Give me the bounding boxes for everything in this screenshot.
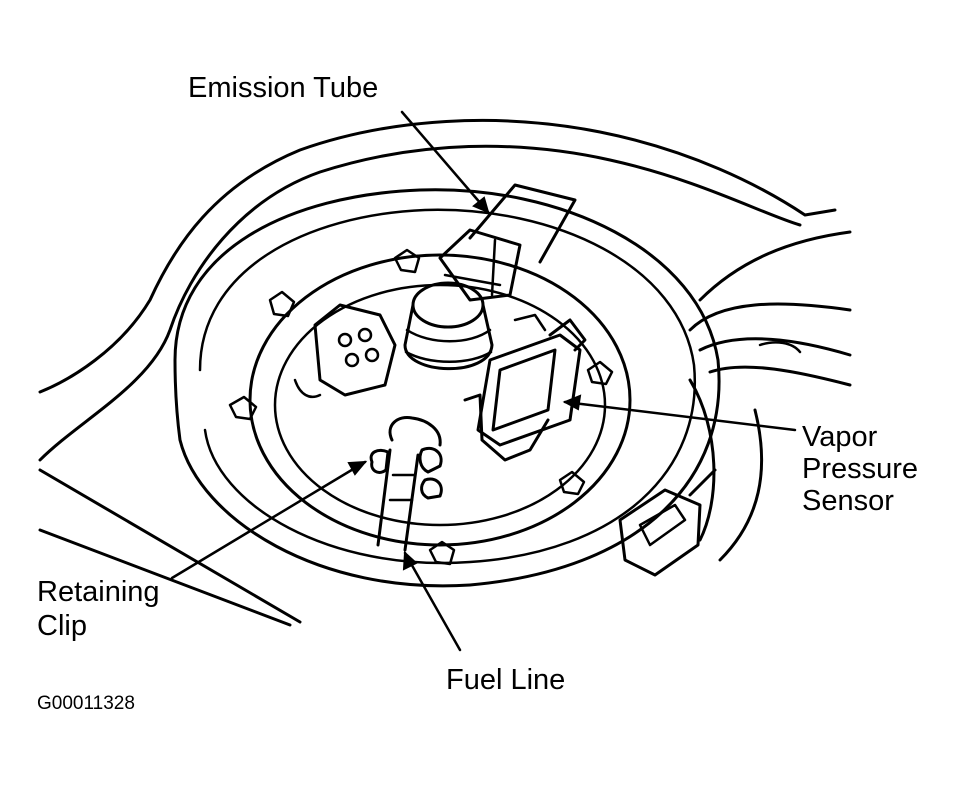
emission-tube xyxy=(438,183,577,302)
harness-connector xyxy=(618,468,717,577)
label-vapor-line-3: Sensor xyxy=(802,485,894,517)
label-emission-tube: Emission Tube xyxy=(188,72,379,104)
tank-recess xyxy=(173,188,721,588)
label-vapor-line-1: Vapor xyxy=(802,421,878,453)
fuel-tank-outline xyxy=(38,118,837,627)
label-retaining-line-2: Clip xyxy=(37,610,87,642)
sender-flange xyxy=(228,248,632,566)
label-vapor-line-2: Pressure xyxy=(802,453,919,485)
leader-lines xyxy=(170,110,797,652)
label-fuel-line: Fuel Line xyxy=(446,664,566,696)
electrical-connector xyxy=(313,303,397,397)
label-retaining-line-1: Retaining xyxy=(37,576,160,608)
tank-right-contour xyxy=(688,230,852,562)
pump-cap xyxy=(403,281,494,371)
vapor-pressure-sensor xyxy=(463,313,587,462)
fuel-line-assembly xyxy=(369,415,443,552)
figure-id: G00011328 xyxy=(37,693,135,714)
